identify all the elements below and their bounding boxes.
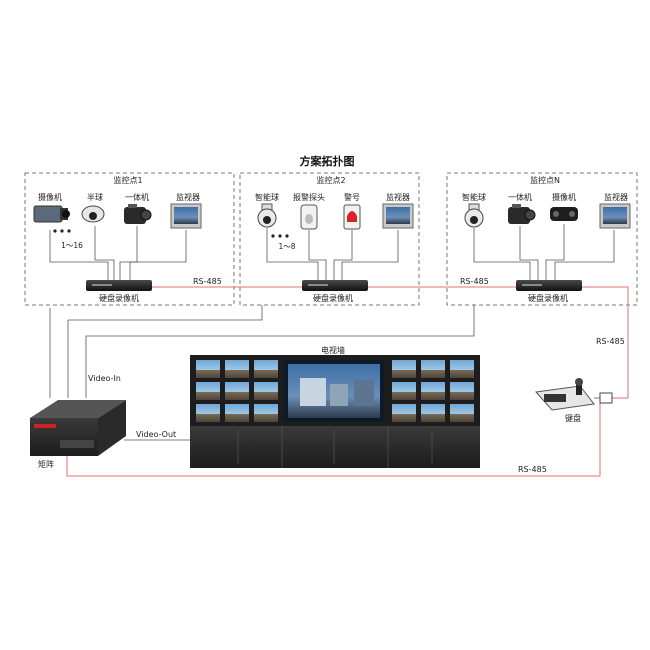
converter-box-icon [599,392,613,404]
dot-icon [60,229,64,233]
site-2-device-label: 报警探头 [293,192,325,202]
rs485-label: RS-485 [596,337,625,346]
monitor-icon [170,203,202,229]
speed-dome-icon [257,203,277,228]
rs485-label: RS-485 [518,465,547,474]
building-shape [300,378,326,406]
dvr-icon [86,280,152,291]
site-1-name: 监控点1 [113,175,142,185]
dvr-icon [516,280,582,291]
building-shape [330,384,348,406]
diagram-title: 方案拓扑图 [300,154,355,168]
rs485-label: RS-485 [193,277,222,286]
dot-icon [278,234,282,238]
dvr-label: 硬盘录像机 [99,293,139,303]
monitor-icon [382,203,414,229]
dvr-icon [302,280,368,291]
site-1-wiring [49,226,187,280]
rs485-label: RS-485 [460,277,489,286]
dot-icon [285,234,289,238]
site-1-device-label: 半球 [87,192,103,202]
site-n-box [446,172,638,306]
dot-icon [53,229,57,233]
site-n-device-label: 监视器 [604,192,628,202]
dvr-label: 硬盘录像机 [528,293,568,303]
siren-icon [343,204,361,230]
dome-camera-icon [81,205,105,223]
keyboard-label: 键盘 [565,413,581,423]
site-1-device-label: 一体机 [125,192,149,202]
video-wall [190,355,480,468]
cabinet-doors [237,426,433,468]
site-1-range: 1～16 [61,241,83,250]
dot-icon [67,229,71,233]
matrix-label: 矩阵 [38,459,54,469]
site-2-device-label: 智能球 [255,192,279,202]
site-n-device-label: 智能球 [462,192,486,202]
dvr-label: 硬盘录像机 [313,293,353,303]
keyboard-controller-icon [535,378,595,411]
integrated-camera-icon [508,204,536,224]
video-wall-label: 电视墙 [321,345,345,355]
site-n-name: 监控点N [530,175,560,185]
integrated-camera-icon [124,204,152,224]
site-n-device-label: 一体机 [508,192,532,202]
site-1-box [24,172,235,306]
box-camera-icon [550,207,578,221]
video-line [49,305,475,441]
site-2-name: 监控点2 [316,175,345,185]
site-n-wiring [473,224,615,280]
matrix-switcher-icon [30,400,126,456]
box-camera-icon [33,205,70,223]
wall-screen-grid-right [392,360,474,422]
site-1-device-label: 摄像机 [38,192,62,202]
site-2-device-label: 警号 [344,192,360,202]
video-in-label: Video-In [88,374,121,383]
monitor-icon [599,203,631,229]
dot-icon [271,234,275,238]
wall-screen-grid-left [196,360,278,422]
site-2-range: 1～8 [278,242,295,251]
site-2-box [239,172,420,306]
video-out-label: Video-Out [136,430,176,439]
site-n-device-label: 摄像机 [552,192,576,202]
alarm-detector-icon [300,204,318,230]
rs485-line [66,286,629,477]
site-1-device-label: 监视器 [176,192,200,202]
site-2-device-label: 监视器 [386,192,410,202]
site-2-wiring [266,228,399,280]
speed-dome-icon [464,203,484,228]
building-shape [354,380,374,406]
wall-cabinet [190,426,480,468]
